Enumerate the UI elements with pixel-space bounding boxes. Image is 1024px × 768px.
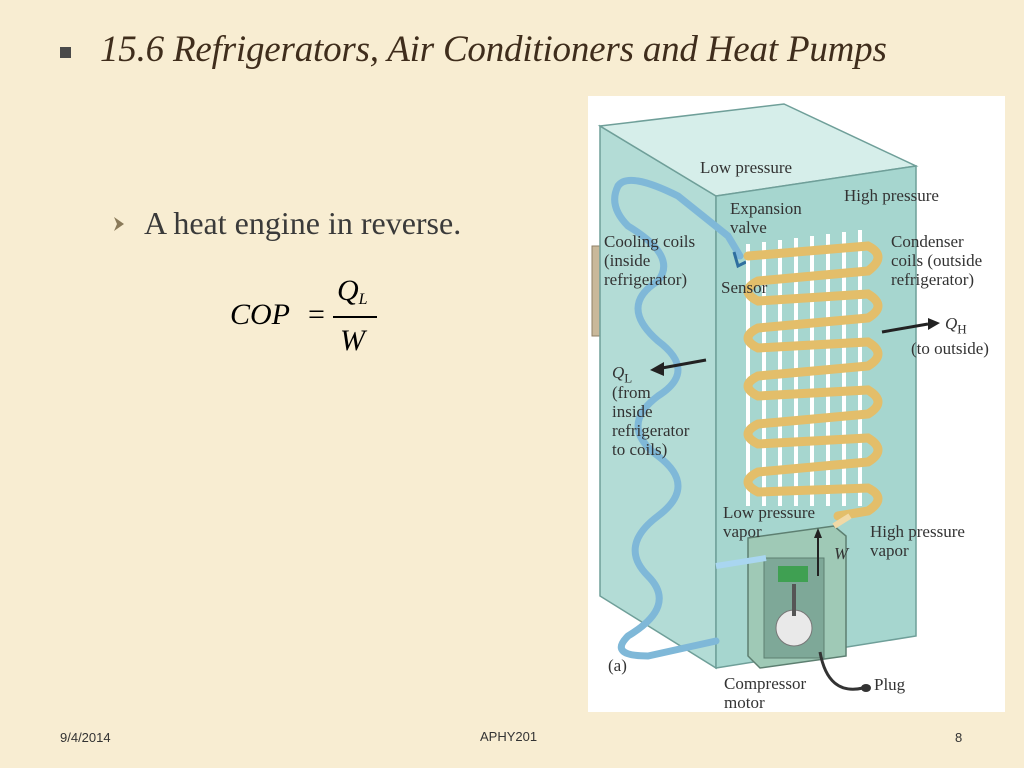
formula-denominator: W (340, 324, 365, 357)
arrow-bullet-icon (114, 216, 124, 231)
fraction-bar (333, 316, 377, 318)
label-high-pressure: High pressure (844, 186, 939, 205)
label-low-pressure: Low pressure (700, 158, 793, 177)
formula-numerator: QL (337, 274, 368, 308)
label-compressor-motor: Compressor motor (724, 674, 807, 712)
footer-page-number: 8 (955, 730, 963, 745)
refrigerator-illustration (591, 103, 940, 692)
bullet-item: A heat engine in reverse. (112, 205, 461, 242)
label-plug: Plug (874, 675, 906, 694)
footer-course: APHY201 (480, 729, 538, 744)
label-condenser-coils: Condenser coils (outside refrigerator) (891, 232, 983, 289)
label-work: W (834, 544, 849, 563)
label-cooling-coils: Cooling coils (inside refrigerator) (604, 232, 696, 289)
footer-date: 9/4/2014 (60, 730, 111, 745)
label-high-pressure-vapor: High pressure vapor (870, 522, 965, 560)
label-ql: QL (612, 363, 633, 386)
label-qh-description: (to outside) (911, 339, 989, 358)
formula-equals: = (308, 298, 325, 331)
label-panel-a: (a) (608, 656, 627, 675)
label-qh: QH (945, 314, 967, 337)
label-expansion-valve: Expansion valve (730, 199, 802, 237)
label-ql-description: (from inside refrigerator to coils) (612, 383, 690, 459)
label-sensor: Sensor (721, 278, 768, 297)
bullet-text: A heat engine in reverse. (144, 205, 462, 241)
title-bullet-square (60, 47, 71, 58)
refrigerator-diagram: Low pressure High pressure Expansion val… (588, 96, 1005, 712)
formula-lhs: COP (230, 298, 290, 331)
label-low-pressure-vapor: Low pressure vapor (723, 503, 816, 541)
slide-title: 15.6 Refrigerators, Air Conditioners and… (100, 29, 887, 70)
